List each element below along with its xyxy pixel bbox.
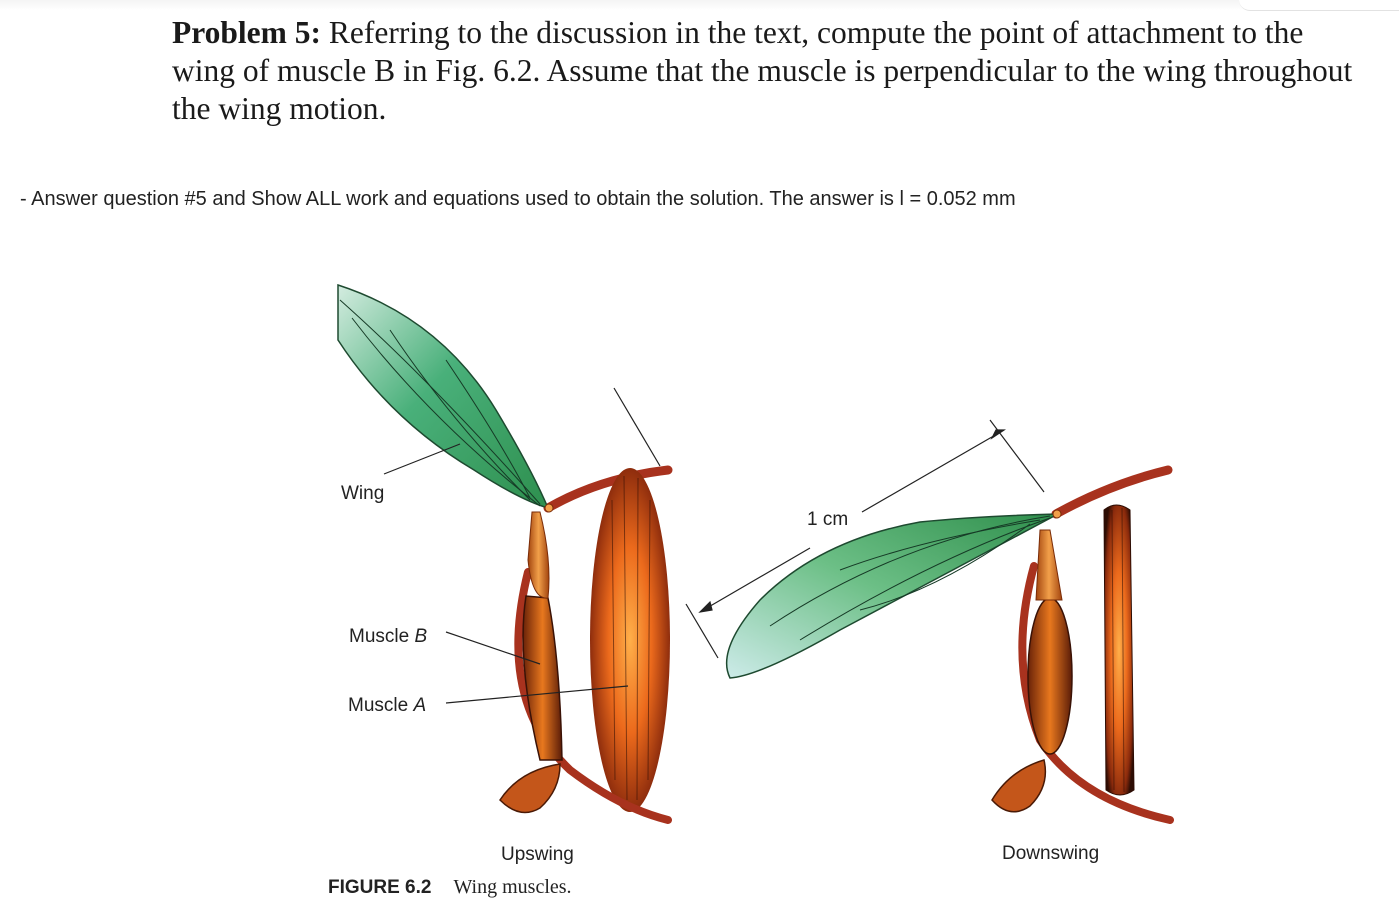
assignment-note: - Answer question #5 and Show ALL work a… — [20, 188, 1016, 210]
tendon-downswing — [1035, 529, 1063, 601]
label-downswing: Downswing — [1002, 843, 1099, 864]
muscle-b-upswing — [522, 595, 563, 761]
problem-label: Problem 5: — [172, 15, 322, 50]
browser-top-edge — [0, 0, 1399, 11]
body-wall-upper — [543, 465, 673, 513]
muscle-a-downswing — [1103, 504, 1135, 796]
problem-statement: Problem 5: Referring to the discussion i… — [172, 14, 1372, 128]
label-muscle-b: Muscle B — [349, 626, 427, 647]
wing-leader — [383, 443, 461, 475]
base-lobe-upswing — [499, 763, 561, 814]
label-upswing: Upswing — [501, 844, 574, 865]
wing-joint-upswing — [544, 503, 554, 513]
reference-line — [613, 387, 661, 467]
label-muscle-a: Muscle A — [348, 695, 426, 716]
downswing-diagram — [685, 419, 1174, 824]
problem-text: Referring to the discussion in the text,… — [172, 15, 1353, 126]
upswing-diagram — [337, 283, 673, 824]
body-wall-upper-down — [1051, 465, 1173, 519]
muscle-b-leader — [445, 631, 541, 665]
wing-downswing — [725, 513, 1059, 679]
muscle-b-downswing — [1027, 597, 1073, 755]
figure-caption: FIGURE 6.2 Wing muscles. — [328, 876, 572, 899]
figure-title: Wing muscles. — [453, 876, 572, 898]
base-lobe-downswing — [991, 759, 1047, 813]
wing-joint-downswing — [1052, 509, 1062, 519]
muscle-a-leader — [445, 685, 629, 704]
muscle-a-upswing — [590, 468, 670, 812]
label-scale: 1 cm — [807, 509, 848, 530]
figure-number: FIGURE 6.2 — [328, 877, 432, 898]
tendon-upswing — [527, 511, 550, 599]
scale-dimension — [685, 419, 1045, 659]
wing-upswing — [337, 283, 550, 510]
label-wing: Wing — [341, 483, 384, 504]
